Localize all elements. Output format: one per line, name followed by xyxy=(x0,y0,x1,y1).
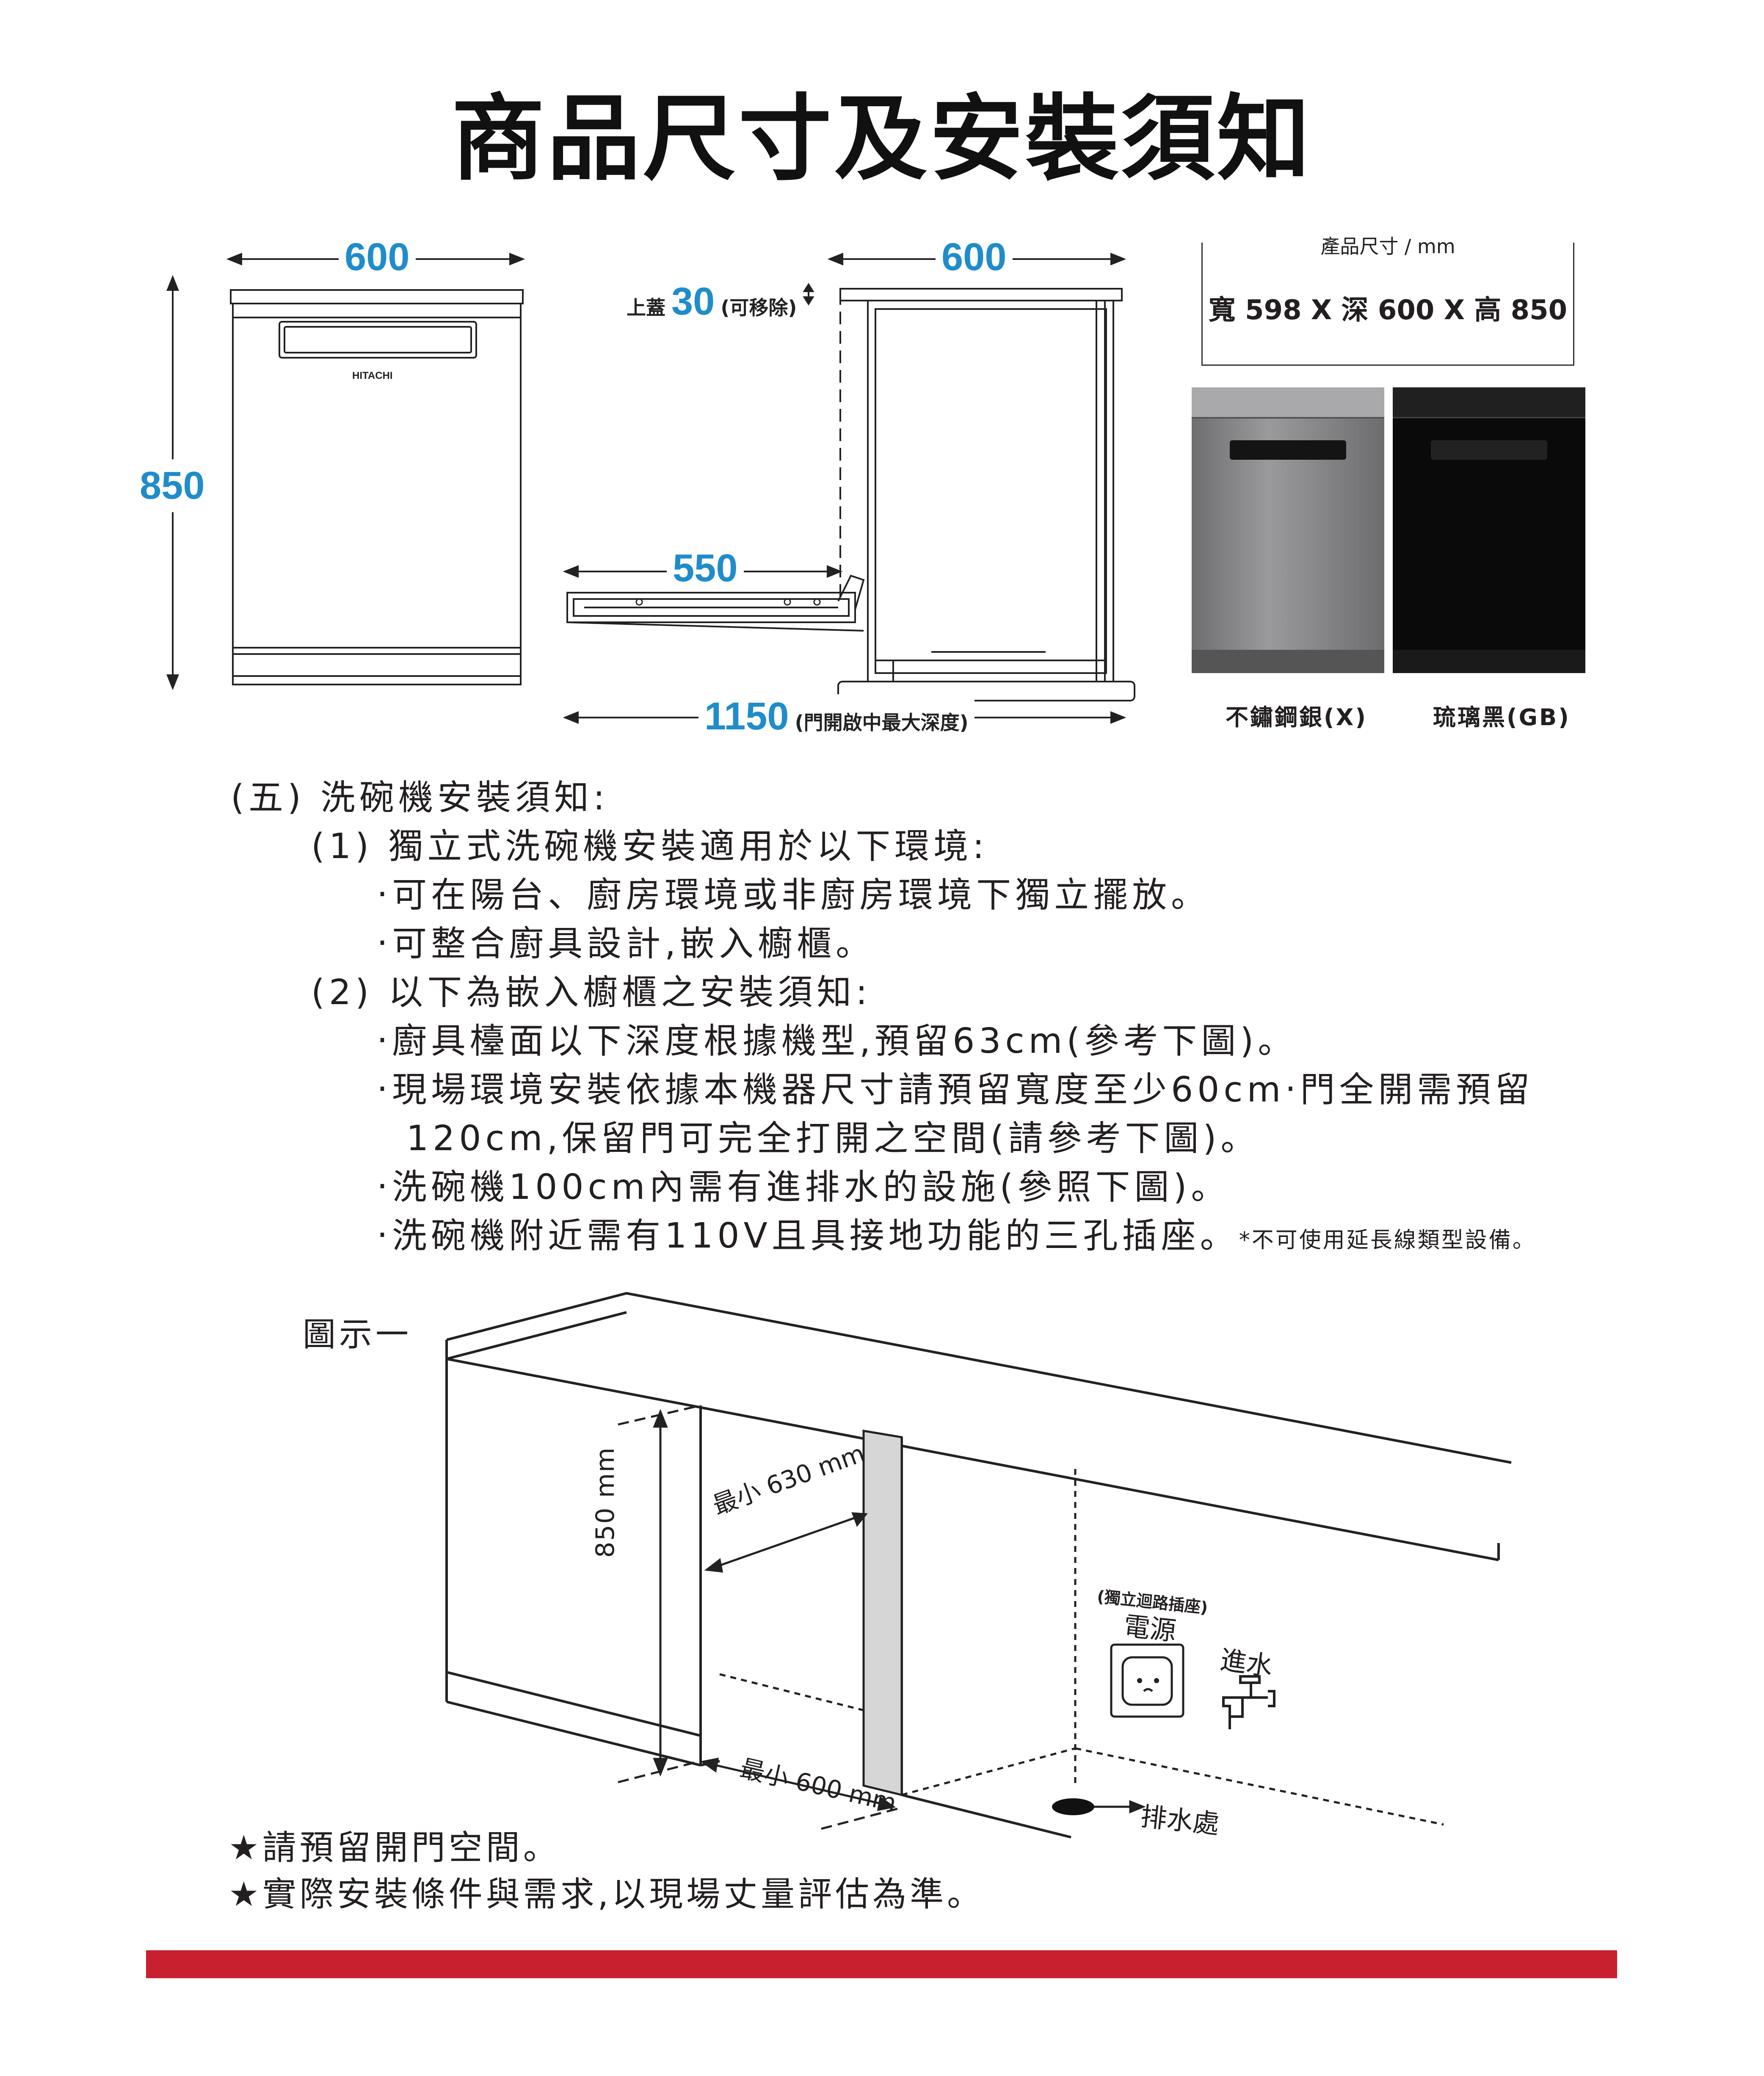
notes-sub1-item: ‧可在陽台、廚房環境或非廚房環境下獨立擺放。 xyxy=(377,875,1210,915)
figure-drain-label: 排水處 xyxy=(1139,1800,1221,1840)
notes-sub2-item: ‧洗碗機附近需有110V且具接地功能的三孔插座。*不可使用延長線類型設備。 xyxy=(377,1213,1536,1264)
footer-red-bar xyxy=(146,1950,1617,1978)
notes-sub2-item: ‧廚具檯面以下深度根據機型,預留63cm(參考下圖)。 xyxy=(377,1021,1297,1061)
front-height-label: 850 xyxy=(140,459,205,512)
front-width-label: 600 xyxy=(339,235,416,279)
max-depth-annotation: 1150 (門開啟中最大深度) xyxy=(698,694,974,739)
figure-water-in-label: 進水 xyxy=(1218,1644,1275,1682)
figure-height-label: 850 mm xyxy=(591,1447,620,1558)
black-dishwasher-image xyxy=(1393,387,1585,673)
figure-label: 圖示一 xyxy=(303,1316,412,1354)
top-lid-annotation: 上蓋 30 (可移除) xyxy=(627,279,797,324)
installation-figure xyxy=(445,1292,1512,1839)
max-depth-value: 1150 xyxy=(704,695,789,738)
max-depth-note: (門開啟中最大深度) xyxy=(795,711,969,734)
top-lid-suffix: (可移除) xyxy=(721,296,797,319)
stainless-control-panel xyxy=(1230,440,1346,460)
front-brand-text: HITACHI xyxy=(352,370,393,381)
notes-sub1-heading: (1) 獨立式洗碗機安裝適用於以下環境: xyxy=(311,826,988,867)
product-size-box: 產品尺寸 / mm 寬 598 X 深 600 X 高 850 xyxy=(1201,231,1574,366)
page-title: 商品尺寸及安裝須知 xyxy=(451,85,1313,193)
notes-sub2-item-cont: 120cm,保留門可完全打開之空間(請參考下圖)。 xyxy=(406,1118,1260,1159)
side-view-diagram xyxy=(563,253,1135,724)
notes-sub1-item: ‧可整合廚具設計,嵌入櫥櫃。 xyxy=(377,924,875,964)
figure-power-label: 電源 xyxy=(1122,1610,1178,1647)
top-lid-prefix: 上蓋 xyxy=(627,296,665,319)
notes-sub2-heading: (2) 以下為嵌入櫥櫃之安裝須知: xyxy=(311,972,872,1013)
footer-note: ★請預留開門空間。 xyxy=(229,1828,560,1867)
footer-note: ★實際安裝條件與需求,以現場丈量評估為準。 xyxy=(229,1874,985,1914)
notes-section-heading: (五) 洗碗機安裝須知: xyxy=(231,778,609,818)
finish-black-label: 琉璃黑(GB) xyxy=(1433,704,1571,731)
notes-sub2-item: ‧洗碗機100cm內需有進排水的設施(參照下圖)。 xyxy=(377,1167,1230,1207)
notes-sub2-item: ‧現場環境安裝依據本機器尺寸請預留寬度至少60cm‧門全開需預留 xyxy=(377,1070,1534,1110)
notes-sub2-item4-text: ‧洗碗機附近需有110V且具接地功能的三孔插座。 xyxy=(377,1216,1239,1256)
rack-depth-label: 550 xyxy=(667,546,744,591)
side-width-label: 600 xyxy=(936,235,1013,279)
notes-extension-warning: *不可使用延長線類型設備。 xyxy=(1239,1228,1536,1253)
size-box-value: 寬 598 X 深 600 X 高 850 xyxy=(1208,295,1568,326)
finish-stainless-label: 不鏽鋼銀(X) xyxy=(1226,704,1367,731)
stainless-dishwasher-image xyxy=(1192,387,1384,673)
top-lid-value: 30 xyxy=(671,280,715,323)
size-box-title: 產品尺寸 / mm xyxy=(1311,235,1465,258)
black-control-panel xyxy=(1431,440,1547,460)
